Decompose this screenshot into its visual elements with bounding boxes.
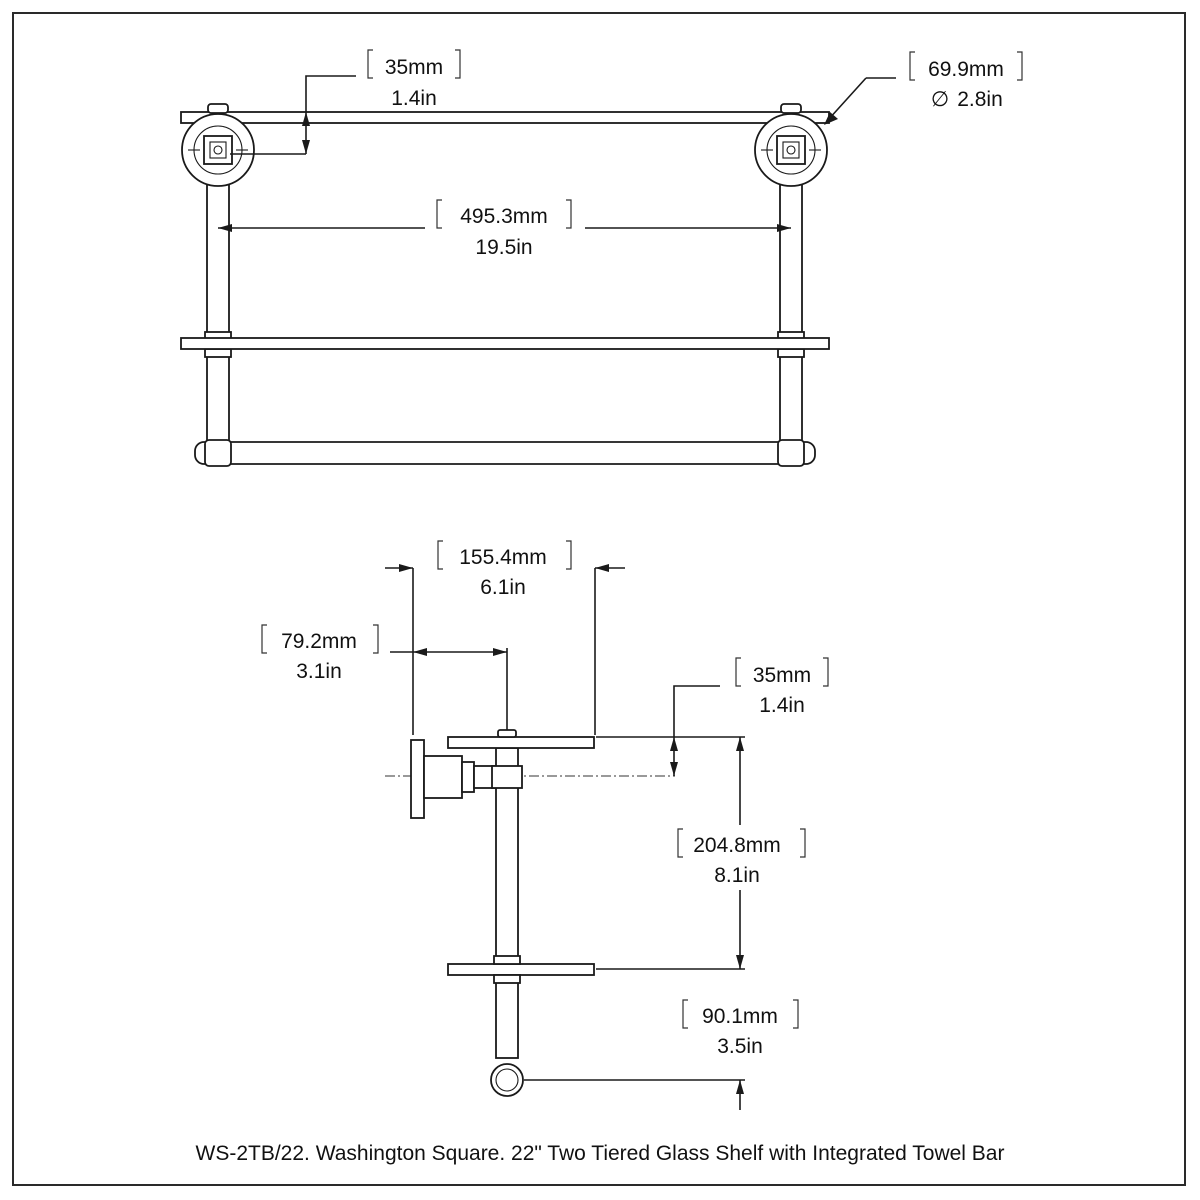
- side-post-cap: [497, 729, 517, 738]
- side-flange-neck: [461, 761, 475, 793]
- front-left-cap: [207, 103, 229, 114]
- front-right-bar-end: [777, 439, 805, 467]
- diameter-icon: ∅: [931, 88, 949, 111]
- side-shelf-depth-mm: 155.4mm: [459, 546, 547, 569]
- dim-side-shelf-thickness: 35mm 1.4in: [596, 657, 829, 776]
- side-post-offset-in: 3.1in: [296, 660, 342, 683]
- side-top-shelf: [447, 736, 595, 749]
- dim-side-shelf-depth: 155.4mm 6.1in: [385, 540, 625, 735]
- dim-side-towel-bar-drop: 90.1mm 3.5in: [524, 999, 799, 1110]
- front-flange-diameter-mm: 69.9mm: [928, 58, 1004, 81]
- front-shelf-thickness-in: 1.4in: [391, 87, 437, 110]
- dim-front-post-spacing: 495.3mm 19.5in: [218, 199, 791, 259]
- side-shelf-thickness-mm: 35mm: [753, 664, 811, 687]
- side-post-offset-mm: 79.2mm: [281, 630, 357, 653]
- side-view: 155.4mm 6.1in 79.2mm 3.1in 35mm 1.4in: [261, 540, 829, 1110]
- side-towel-bar-drop-in: 3.5in: [717, 1035, 763, 1058]
- side-wall-flange: [410, 739, 425, 819]
- front-shelf-thickness-mm: 35mm: [385, 56, 443, 79]
- dim-front-flange-diameter: 69.9mm ∅ 2.8in: [824, 51, 1023, 125]
- side-lower-collar-bottom: [493, 974, 521, 984]
- front-flange-diameter-in: 2.8in: [957, 88, 1003, 111]
- front-towel-bar: [194, 441, 816, 465]
- front-view: 35mm 1.4in 69.9mm ∅ 2.8in 495.3mm 19.5in: [180, 49, 1023, 467]
- front-right-cap: [780, 103, 802, 114]
- side-shelf-depth-in: 6.1in: [480, 576, 526, 599]
- front-left-flange: [181, 113, 255, 187]
- side-post: [495, 747, 519, 1059]
- front-post-spacing-in: 19.5in: [475, 236, 532, 259]
- side-shelf-thickness-in: 1.4in: [759, 694, 805, 717]
- side-post-joint: [491, 765, 523, 789]
- dim-side-shelf-spacing: 204.8mm 8.1in: [596, 737, 806, 970]
- drawing-frame: [12, 12, 1186, 1186]
- side-shelf-spacing-in: 8.1in: [714, 864, 760, 887]
- side-lower-shelf: [447, 963, 595, 976]
- front-right-flange: [754, 113, 828, 187]
- side-flange-hub: [423, 755, 463, 799]
- front-left-bar-end: [204, 439, 232, 467]
- side-towel-bar-drop-mm: 90.1mm: [702, 1005, 778, 1028]
- front-post-spacing-mm: 495.3mm: [460, 205, 548, 228]
- drawing-caption: WS-2TB/22. Washington Square. 22" Two Ti…: [196, 1142, 1005, 1165]
- dim-side-post-offset: 79.2mm 3.1in: [261, 624, 508, 730]
- side-shelf-spacing-mm: 204.8mm: [693, 834, 781, 857]
- front-right-collar-lower: [777, 348, 805, 358]
- front-top-shelf: [180, 111, 830, 124]
- front-lower-shelf: [180, 337, 830, 350]
- side-lower-collar: [493, 955, 521, 965]
- dim-front-shelf-thickness: 35mm 1.4in: [230, 49, 461, 155]
- front-left-collar-lower: [204, 348, 232, 358]
